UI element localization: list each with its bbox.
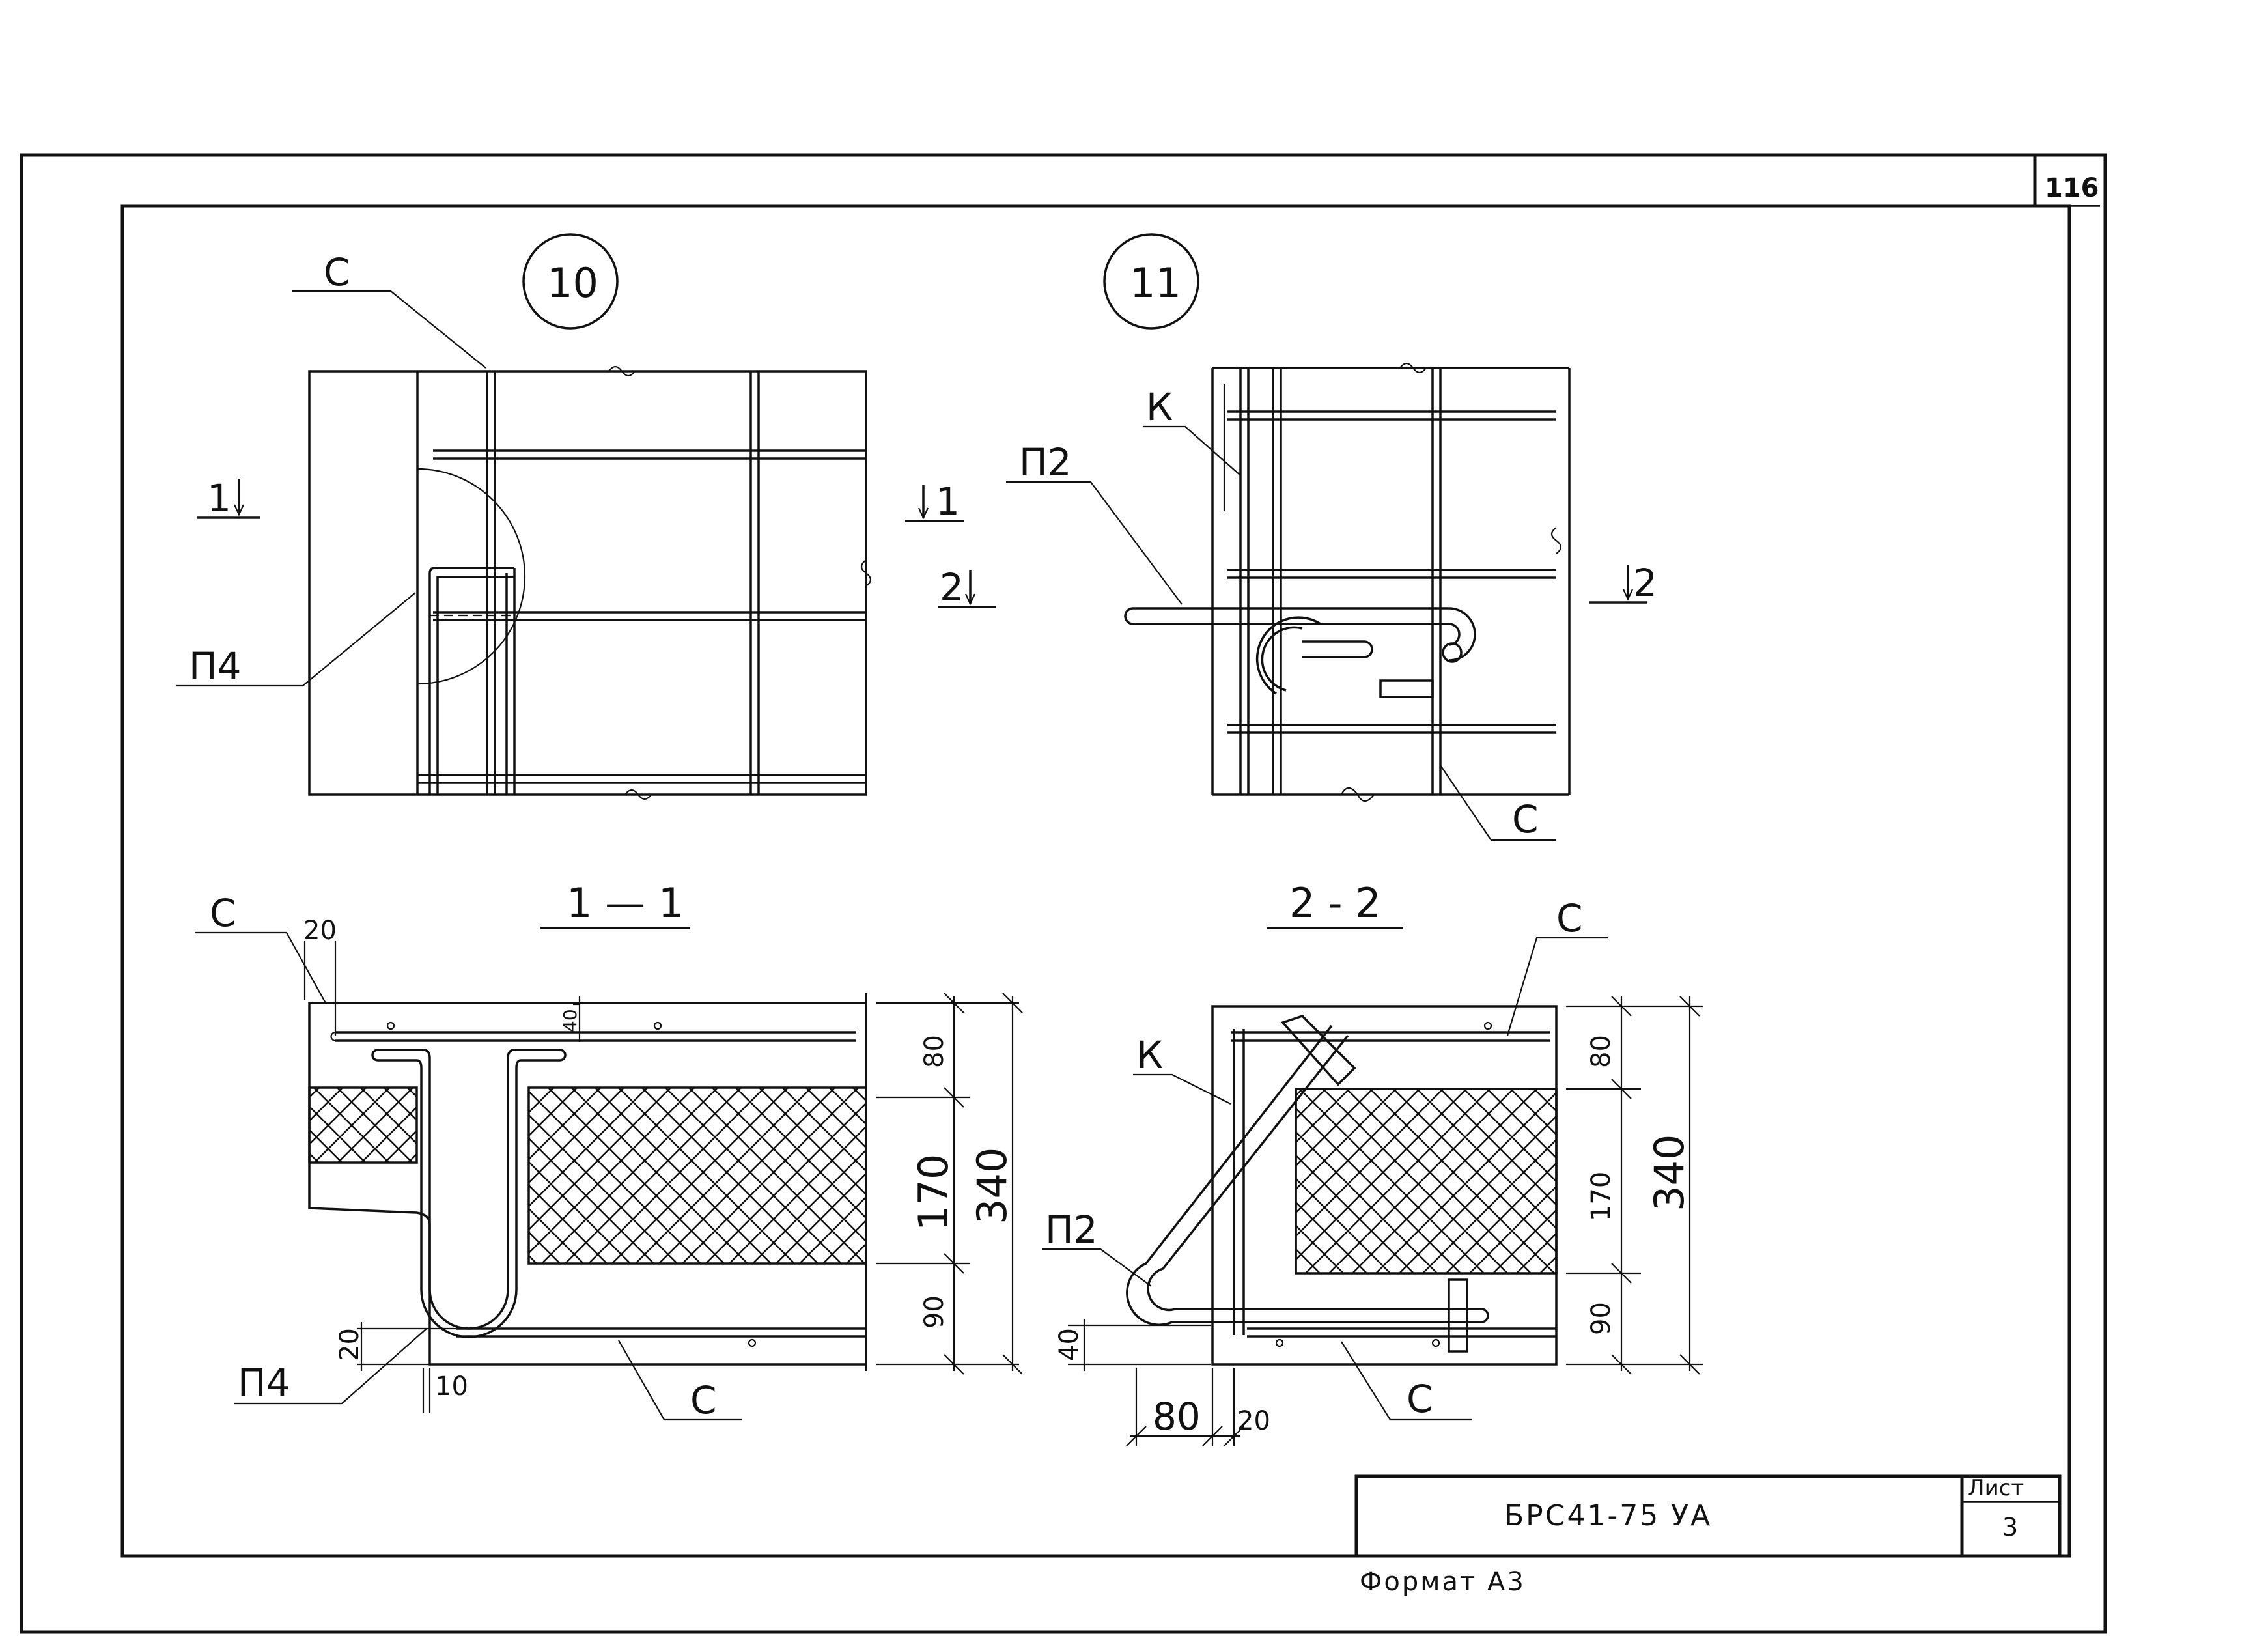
s11-dim-20-top: 20	[303, 916, 337, 946]
s11-label-c-top: С	[210, 891, 236, 935]
svg-text:1: 1	[936, 479, 960, 524]
s22-dim-40: 40	[1054, 1328, 1084, 1361]
sheet-label: Лист	[1968, 1475, 2024, 1501]
insulation-right	[527, 1086, 867, 1265]
svg-text:1: 1	[207, 476, 231, 520]
cut-marker-1-left: 1	[197, 476, 260, 520]
s22-dim-80-bottom: 80	[1153, 1394, 1201, 1439]
svg-text:2: 2	[1633, 561, 1657, 605]
cut-marker-1-right: 1	[905, 479, 964, 524]
svg-text:2: 2	[940, 565, 964, 610]
page-number: 116	[2045, 173, 2099, 203]
s22-label-p2: П2	[1045, 1207, 1098, 1252]
detail-10: 10 С П4	[176, 233, 996, 800]
s22-label-c-top: С	[1556, 896, 1583, 940]
sheet-frame	[20, 153, 2107, 1634]
format-label: Формат А3	[1360, 1567, 1526, 1597]
detail-11-marker	[1103, 233, 1199, 330]
detail-10-label-c: С	[324, 250, 350, 294]
s11-dim-170: 170	[910, 1154, 957, 1231]
s11-label-c-bottom: С	[690, 1378, 717, 1422]
detail-11-label-k: К	[1146, 385, 1173, 429]
sheet-number: 3	[2002, 1513, 2018, 1542]
s11-dim-340: 340	[968, 1148, 1016, 1224]
s11-dim-80: 80	[919, 1035, 949, 1068]
s11-dim-40: 40	[559, 1009, 581, 1032]
s22-dim-80: 80	[1586, 1035, 1616, 1068]
s22-label-k: К	[1136, 1033, 1163, 1077]
detail-11-label-p2: П2	[1019, 440, 1072, 485]
section-1-1-title: 1 — 1	[567, 879, 684, 927]
drawing-designation: БРС41-75 УА	[1504, 1499, 1712, 1532]
insulation-block	[1295, 1088, 1558, 1275]
s22-label-c-bottom: С	[1407, 1377, 1433, 1421]
section-2-2-title: 2 - 2	[1289, 879, 1381, 927]
s22-dim-90: 90	[1586, 1302, 1616, 1335]
insulation-left	[308, 1086, 418, 1164]
section-1-1: 1 — 1 80 170 90 340	[195, 879, 1023, 1422]
s22-dim-20: 20	[1237, 1406, 1270, 1436]
s22-dim-340: 340	[1645, 1135, 1693, 1211]
s11-dim-90: 90	[919, 1295, 949, 1329]
cut-marker-2: 2	[938, 565, 996, 610]
detail-11: 11 К П2	[1006, 233, 1657, 841]
s11-label-p4: П4	[238, 1361, 290, 1405]
s22-dim-170: 170	[1586, 1172, 1616, 1221]
s11-dim-10: 10	[435, 1372, 468, 1402]
s11-dim-20-bottom: 20	[335, 1328, 365, 1361]
cut-marker-2-right: 2	[1589, 561, 1657, 605]
detail-10-label-p4: П4	[189, 644, 242, 688]
detail-10-marker	[522, 233, 619, 330]
detail-11-marker-text: 11	[1130, 259, 1181, 307]
section-2-2: 2 - 2 80 170 90 340	[1042, 879, 1703, 1446]
detail-11-label-c: С	[1512, 797, 1539, 841]
title-block	[1354, 1474, 2062, 1558]
detail-10-marker-text: 10	[547, 259, 598, 307]
